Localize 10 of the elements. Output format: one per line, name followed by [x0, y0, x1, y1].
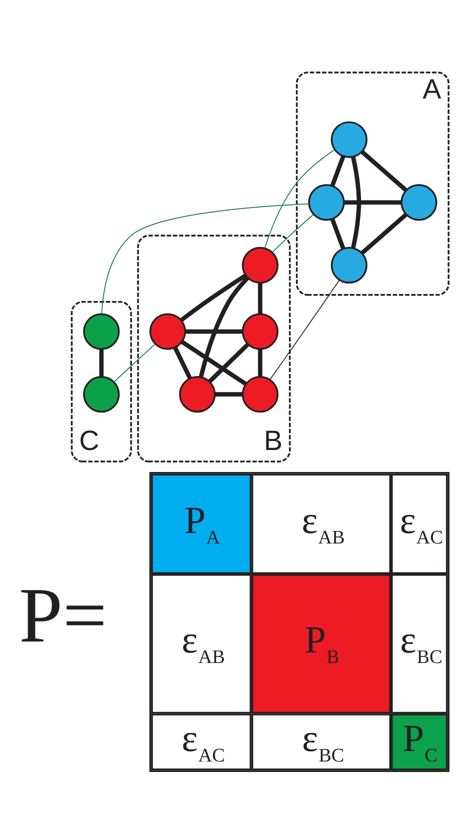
- label: ε$_{AC}$: [182, 717, 225, 766]
- label: ε$_{BC}$: [400, 619, 442, 668]
- label: P$_{B}$: [304, 619, 340, 668]
- label: ε$_{AC}$: [400, 499, 443, 548]
- label: P$_{A}$: [184, 499, 220, 548]
- label: ε$_{AB}$: [182, 619, 225, 668]
- label: P=: [19, 571, 108, 658]
- label: ε$_{AB}$: [302, 499, 345, 548]
- label: P$_{C}$: [402, 717, 438, 766]
- label: ε$_{BC}$: [302, 717, 344, 766]
